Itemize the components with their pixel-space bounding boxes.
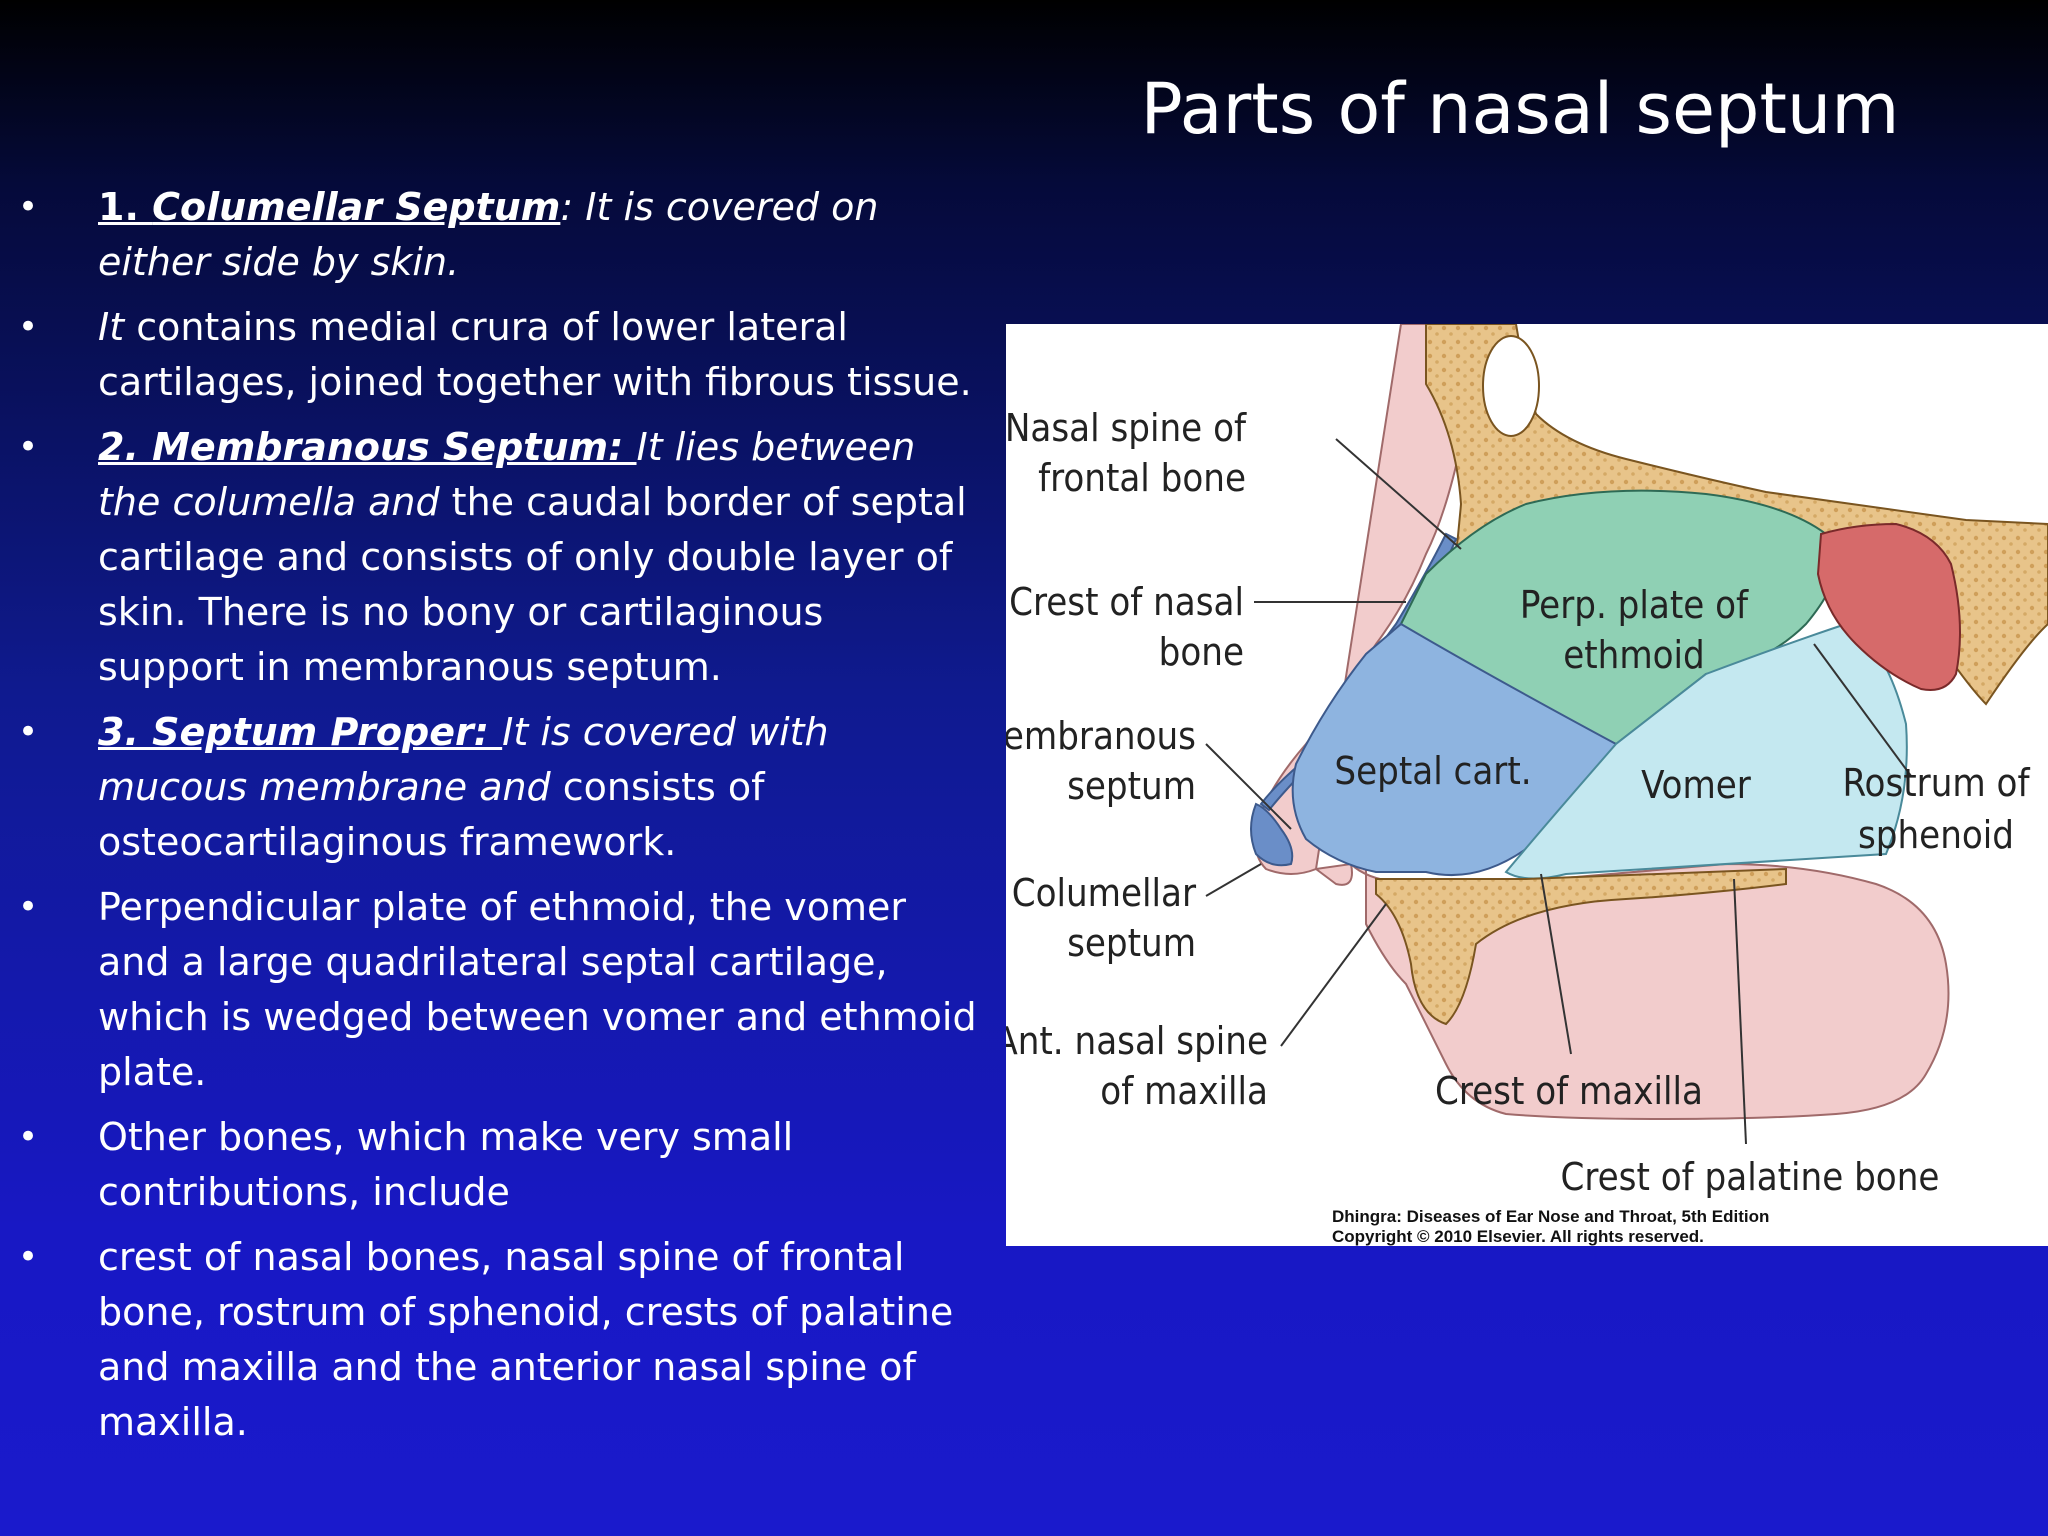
septal-cartilage-shape — [1291, 622, 1618, 877]
bullet-text: consists of osteocartilaginous framework… — [98, 765, 765, 864]
bullet-item: • 3. Septum Proper: It is covered with m… — [18, 705, 978, 870]
bullet-text: contains medial crura of lower lateral c… — [98, 305, 972, 404]
bullet-marker: • — [18, 1117, 39, 1157]
bullet-item: • Perpendicular plate of ethmoid, the vo… — [18, 880, 978, 1100]
frontal-sinus-shape — [1482, 335, 1540, 437]
bullet-item: • 1. Columellar Septum: It is covered on… — [18, 180, 978, 290]
bullet-marker: • — [18, 1237, 39, 1277]
label-membranous: Membranous — [1006, 714, 1196, 758]
label-nasal-spine-frontal: Nasal spine of — [1006, 406, 1247, 450]
bullet-number: 1. — [98, 185, 153, 229]
bullet-marker: • — [18, 187, 39, 227]
bullet-item: • crest of nasal bones, nasal spine of f… — [18, 1230, 978, 1450]
bullet-marker: • — [18, 307, 39, 347]
label-crest-nasal: Crest of nasal — [1009, 580, 1244, 624]
label-rostrum: sphenoid — [1858, 813, 2014, 857]
bullet-italic: It is covered with mucous membrane and — [98, 710, 829, 809]
bullet-text: Other bones, which make very small contr… — [98, 1115, 794, 1214]
bullet-text: Perpendicular plate of ethmoid, the vome… — [98, 885, 977, 1094]
label-crest-maxilla: Crest of maxilla — [1435, 1069, 1703, 1113]
bullet-marker: • — [18, 887, 39, 927]
bullet-text: : It is covered on either side by skin. — [98, 185, 879, 284]
label-columellar: septum — [1067, 921, 1196, 965]
label-ant-nasal-spine: of maxilla — [1100, 1069, 1268, 1113]
diagram-svg: Nasal spine of frontal bone Crest of nas… — [1006, 324, 2048, 1246]
nasal-septum-diagram: Nasal spine of frontal bone Crest of nas… — [1006, 324, 2048, 1246]
pointer-lines — [1205, 438, 1912, 1145]
sphenoid-sinus-shape — [1816, 522, 1961, 691]
bullet-item: • Other bones, which make very small con… — [18, 1110, 978, 1220]
bullet-text: the caudal border of septal cartilage an… — [98, 480, 967, 689]
bullet-item: • 2. Membranous Septum: It lies between … — [18, 420, 978, 695]
bullet-italic: It lies between the columella and — [98, 425, 916, 524]
bullet-term: 3. Septum Proper: — [98, 710, 503, 754]
label-septal-cart: Septal cart. — [1334, 749, 1531, 793]
bullet-item: • It contains medial crura of lower late… — [18, 300, 978, 410]
label-crest-nasal: bone — [1159, 630, 1244, 674]
bullet-marker: • — [18, 712, 39, 752]
bullet-lead: It — [98, 305, 125, 349]
columellar-blob-shape — [1250, 802, 1294, 867]
bullet-term: Columellar Septum — [152, 185, 561, 229]
label-ant-nasal-spine: Ant. nasal spine — [1006, 1019, 1268, 1063]
bullet-marker: • — [18, 427, 39, 467]
label-crest-palatine: Crest of palatine bone — [1561, 1155, 1940, 1199]
label-membranous: septum — [1067, 764, 1196, 808]
label-vomer: Vomer — [1641, 763, 1752, 807]
maxilla-crest-shape — [1375, 867, 1787, 1026]
bullet-text: crest of nasal bones, nasal spine of fro… — [98, 1235, 954, 1444]
label-nasal-spine-frontal: frontal bone — [1038, 456, 1246, 500]
bullet-term: 2. Membranous Septum: — [98, 425, 637, 469]
slide-title: Parts of nasal septum — [1140, 68, 1900, 150]
label-rostrum: Rostrum of — [1843, 761, 2031, 805]
figure-credit: Dhingra: Diseases of Ear Nose and Throat… — [1332, 1207, 1769, 1226]
label-perp-plate: ethmoid — [1563, 633, 1705, 677]
label-perp-plate: Perp. plate of — [1520, 583, 1749, 627]
bullet-list: • 1. Columellar Septum: It is covered on… — [18, 180, 978, 1460]
figure-credit: Copyright © 2010 Elsevier. All rights re… — [1332, 1227, 1704, 1246]
label-columellar: Columellar — [1012, 871, 1197, 915]
